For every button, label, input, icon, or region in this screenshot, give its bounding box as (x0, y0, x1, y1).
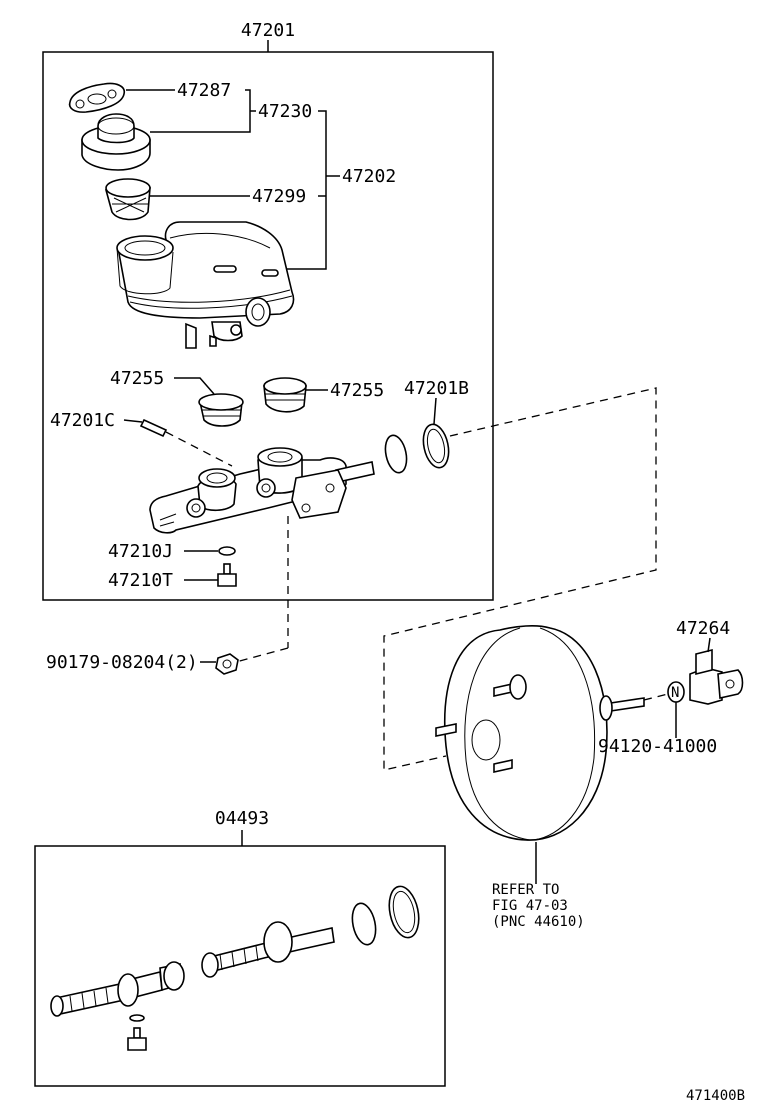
reservoir-cap[interactable] (81, 113, 151, 171)
reservoir-cap-gasket[interactable] (68, 82, 126, 113)
label-47255-left[interactable]: 47255 (110, 368, 164, 389)
label-04493[interactable]: 04493 (215, 808, 269, 829)
brake-fluid-reservoir[interactable] (116, 221, 295, 349)
master-cylinder-pin[interactable] (139, 418, 168, 438)
kit-bleeder-ring[interactable] (129, 1014, 145, 1022)
reservoir-strainer[interactable] (104, 178, 151, 221)
lock-nut-94120[interactable]: N (667, 681, 685, 703)
master-cylinder-body[interactable] (149, 447, 375, 534)
label-47201[interactable]: 47201 (241, 20, 295, 41)
kit-secondary-piston[interactable] (50, 961, 185, 1017)
label-47210T[interactable]: 47210T (108, 570, 173, 591)
brake-booster[interactable] (435, 625, 645, 841)
bleeder-cap-47210J[interactable] (218, 546, 236, 556)
kit-primary-piston[interactable] (201, 921, 335, 978)
n-marker: N (671, 685, 679, 701)
mounting-nut-90179[interactable] (215, 653, 239, 675)
label-47299[interactable]: 47299 (252, 186, 306, 207)
kit-o-ring[interactable] (349, 901, 379, 947)
push-rod-clevis[interactable] (689, 648, 744, 705)
bleeder-plug-47210T[interactable] (217, 563, 237, 587)
reservoir-grommet-right[interactable] (263, 377, 307, 413)
kit-seal-ring-large[interactable] (385, 884, 423, 941)
piston-o-ring[interactable] (382, 433, 409, 474)
label-47202[interactable]: 47202 (342, 166, 396, 187)
label-47264[interactable]: 47264 (676, 618, 730, 639)
label-47287[interactable]: 47287 (177, 80, 231, 101)
repair-kit-frame (34, 845, 446, 1087)
label-90179[interactable]: 90179-08204(2) (46, 652, 198, 673)
label-47230[interactable]: 47230 (258, 101, 312, 122)
refer-note-line3[interactable]: (PNC 44610) (492, 914, 585, 930)
label-47210J[interactable]: 47210J (108, 541, 173, 562)
label-47255-right[interactable]: 47255 (330, 380, 384, 401)
label-47201B[interactable]: 47201B (404, 378, 469, 399)
master-cylinder-seal-47201B[interactable] (420, 422, 453, 470)
refer-note-line1[interactable]: REFER TO (492, 882, 559, 898)
kit-bleeder-plug[interactable] (127, 1027, 147, 1051)
refer-note-line2[interactable]: FIG 47-03 (492, 898, 568, 914)
label-47201C[interactable]: 47201C (50, 410, 115, 431)
diagram-code: 471400B (686, 1088, 745, 1104)
label-94120[interactable]: 94120-41000 (598, 736, 717, 757)
reservoir-grommet-left[interactable] (198, 393, 244, 427)
